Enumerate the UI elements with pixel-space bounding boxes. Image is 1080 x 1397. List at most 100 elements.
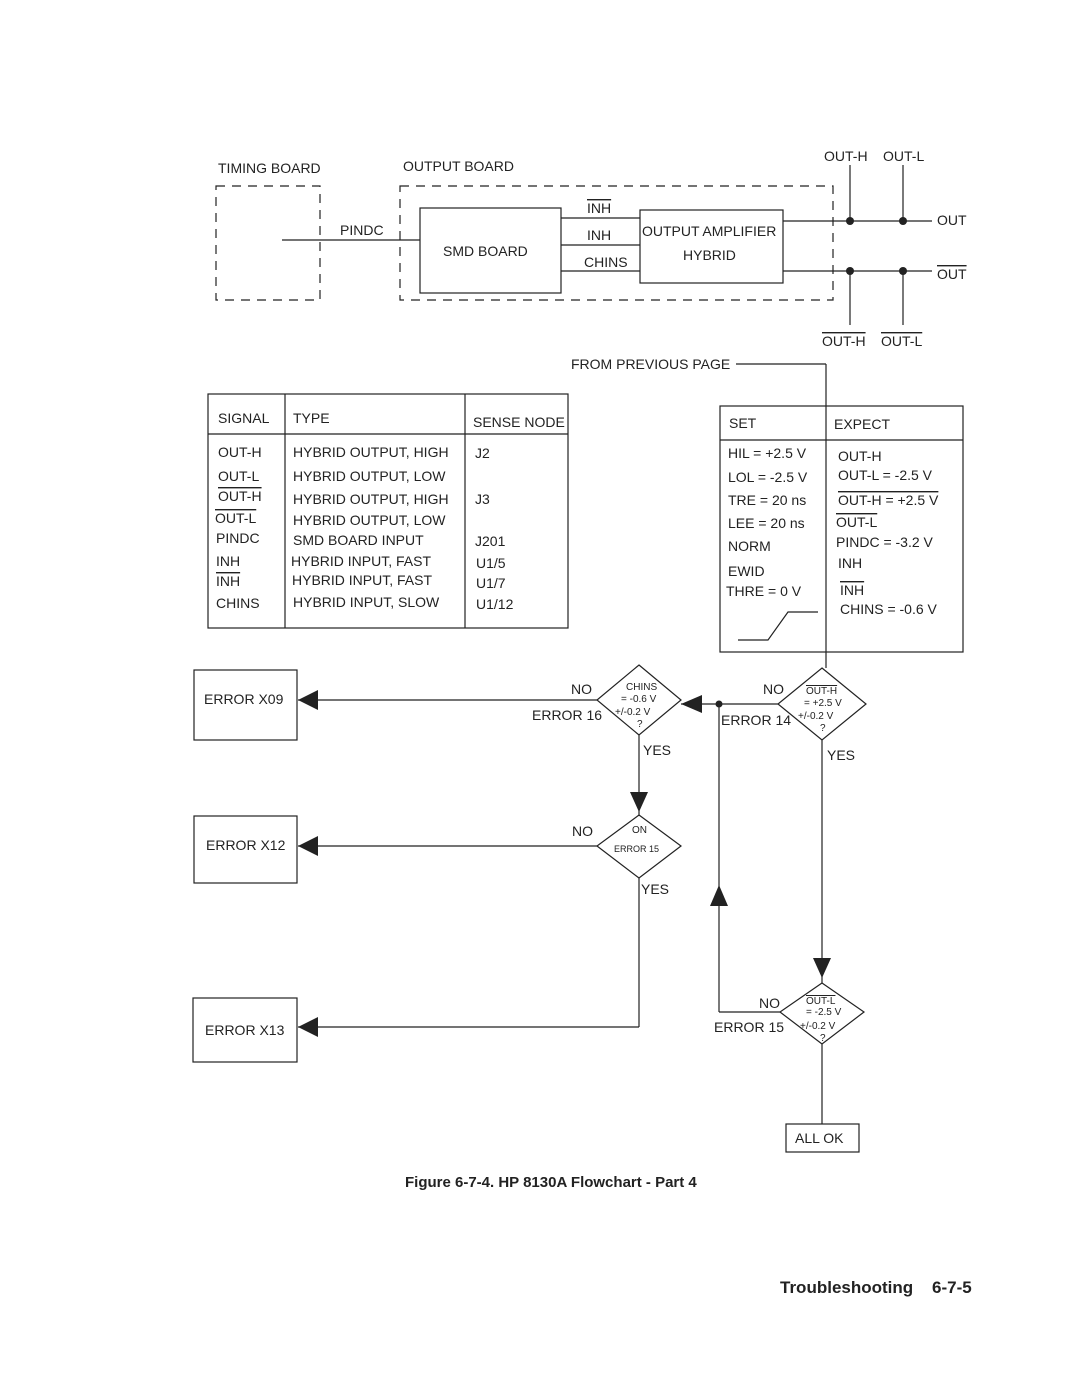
timing-board-outline [215, 185, 321, 301]
table-cell-type: HYBRID INPUT, SLOW [293, 594, 440, 610]
decision-text: ? [637, 719, 643, 730]
out-l-bottom-label: OUT-L [881, 333, 922, 349]
table-cell-signal: INH [216, 573, 240, 589]
table-header-type: TYPE [293, 410, 330, 426]
decision-text: +/-0.2 V [798, 711, 834, 722]
table-cell-signal: INH [216, 553, 240, 569]
page-footer: Troubleshooting 6-7-5 [780, 1278, 972, 1297]
error-label: ERROR 16 [532, 707, 602, 723]
arrow-down-icon [630, 792, 648, 812]
decision-text: ? [820, 1033, 826, 1044]
decision-text: OUT-H [806, 686, 837, 697]
arrow-left-icon [681, 695, 702, 713]
expect-item: OUT-H [838, 448, 882, 464]
arrow-left-icon [298, 690, 318, 710]
timing-board-label: TIMING BOARD [218, 160, 321, 176]
error-x13-label: ERROR X13 [205, 1022, 285, 1038]
yes-label: YES [643, 742, 671, 758]
table-cell-signal: OUT-H [218, 444, 262, 460]
output-board-outline [399, 185, 834, 301]
smd-board-box [419, 207, 562, 294]
expect-item: CHINS = -0.6 V [840, 601, 938, 617]
output-amplifier-label: OUTPUT AMPLIFIER [642, 223, 776, 239]
table-cell-signal: OUT-L [215, 510, 256, 526]
junction-dot [846, 217, 854, 225]
set-item: HIL = +2.5 V [728, 445, 807, 461]
arrow-down-icon [813, 958, 831, 978]
decision-outl: OUT-L = -2.5 V +/-0.2 V ? NO ERROR 15 [714, 982, 866, 1045]
yes-label: YES [827, 747, 855, 763]
decision-text: +/-0.2 V [800, 1021, 836, 1032]
table-cell-signal: CHINS [216, 595, 260, 611]
table-cell-node: U1/12 [476, 596, 514, 612]
junction-dot [846, 267, 854, 275]
table-cell-signal: OUT-H [218, 488, 262, 504]
inh-label: INH [587, 227, 611, 243]
expect-header: EXPECT [834, 416, 890, 432]
signal-table: SIGNAL TYPE SENSE NODE OUT-H HYBRID OUTP… [207, 393, 569, 629]
all-ok-label: ALL OK [795, 1130, 844, 1146]
table-cell-type: HYBRID OUTPUT, LOW [293, 468, 446, 484]
decision-chins: CHINS = -0.6 V +/-0.2 V ? NO ERROR 16 YE… [532, 664, 682, 758]
error-label: ERROR 15 [714, 1019, 784, 1035]
error-x12-box [193, 815, 298, 884]
decision-on-error-15: ON ERROR 15 NO YES [572, 814, 683, 897]
table-cell-type: HYBRID OUTPUT, HIGH [293, 491, 449, 507]
table-cell-node: J2 [475, 445, 490, 461]
inh-bar-label: INH [587, 200, 611, 216]
set-item: THRE = 0 V [726, 583, 802, 599]
set-item: NORM [728, 538, 771, 554]
decision-text: = -0.6 V [621, 694, 657, 705]
decision-text: = +2.5 V [804, 698, 842, 709]
error-x09-box [193, 669, 298, 741]
expect-item: OUT-H = +2.5 V [838, 492, 939, 508]
no-label: NO [572, 823, 593, 839]
set-item: LEE = 20 ns [728, 515, 805, 531]
decision-text: = -2.5 V [806, 1007, 842, 1018]
set-item: TRE = 20 ns [728, 492, 806, 508]
expect-item: INH [840, 582, 864, 598]
expect-item: OUT-L [836, 514, 877, 530]
table-cell-type: HYBRID INPUT, FAST [291, 553, 431, 569]
all-ok-box [785, 1123, 860, 1153]
arrow-left-icon [298, 836, 318, 856]
threshold-waveform-icon [738, 611, 818, 641]
chins-label: CHINS [584, 254, 628, 270]
set-header: SET [729, 415, 757, 431]
set-expect-table: SET EXPECT HIL = +2.5 V LOL = -2.5 V TRE… [719, 405, 964, 668]
set-expect-border [719, 405, 964, 653]
decision-text: OUT-L [806, 996, 836, 1007]
table-cell-type: HYBRID OUTPUT, LOW [293, 512, 446, 528]
table-cell-type: SMD BOARD INPUT [293, 532, 424, 548]
out-l-top-label: OUT-L [883, 148, 924, 164]
table-cell-signal: OUT-L [218, 468, 259, 484]
table-header-signal: SIGNAL [218, 410, 270, 426]
table-header-sense-node: SENSE NODE [473, 414, 565, 430]
error-x12-label: ERROR X12 [206, 837, 286, 853]
output-amplifier-box [639, 209, 784, 284]
out-h-bottom-label: OUT-H [822, 333, 866, 349]
pindc-label: PINDC [340, 222, 384, 238]
table-cell-node: J3 [475, 491, 490, 507]
table-cell-type: HYBRID OUTPUT, HIGH [293, 444, 449, 460]
decision-text: ON [632, 825, 647, 836]
signal-table-border [207, 393, 569, 629]
decision-text: CHINS [626, 682, 657, 693]
table-cell-signal: PINDC [216, 530, 260, 546]
out-label: OUT [937, 212, 967, 228]
expect-item: PINDC = -3.2 V [836, 534, 934, 550]
table-cell-type: HYBRID INPUT, FAST [292, 572, 432, 588]
no-label: NO [571, 681, 592, 697]
decision-outh: OUT-H = +2.5 V +/-0.2 V ? NO ERROR 14 YE… [721, 667, 867, 763]
junction-dot [899, 217, 907, 225]
no-label: NO [763, 681, 784, 697]
decision-text: ERROR 15 [614, 844, 659, 854]
table-cell-node: J201 [475, 533, 506, 549]
expect-item: OUT-L = -2.5 V [838, 467, 933, 483]
expect-item: INH [838, 555, 862, 571]
error-x09-label: ERROR X09 [204, 691, 284, 707]
no-label: NO [759, 995, 780, 1011]
table-cell-node: U1/7 [476, 575, 506, 591]
decision-text: ? [820, 723, 826, 734]
